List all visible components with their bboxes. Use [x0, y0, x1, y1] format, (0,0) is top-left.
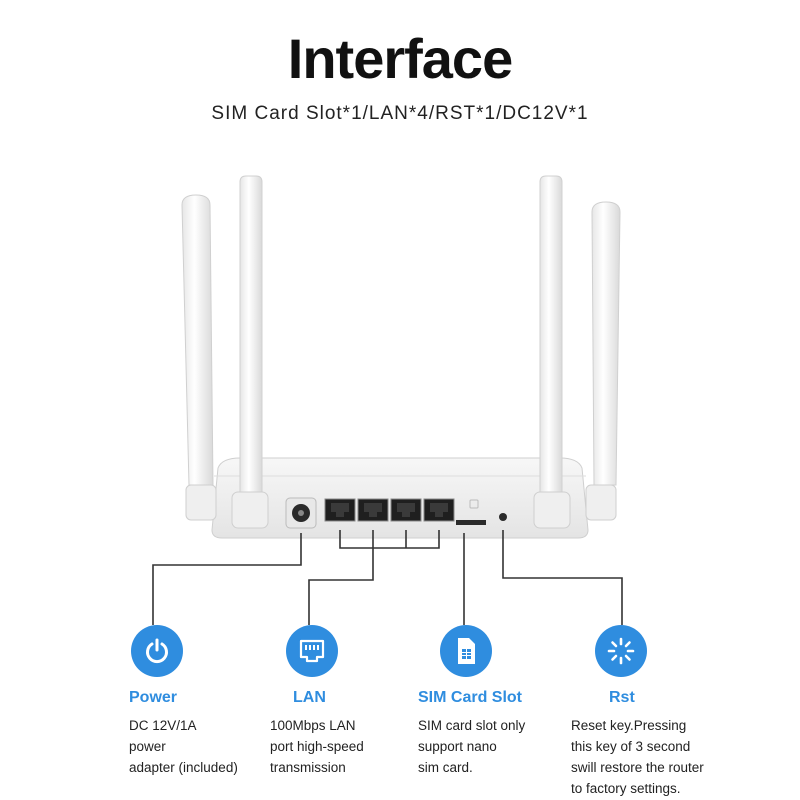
reset-icon	[595, 625, 647, 677]
feature-title: Power	[129, 689, 178, 706]
antenna-inner-right	[533, 175, 571, 529]
description-line: to factory settings.	[571, 781, 681, 796]
callout-lines	[152, 530, 623, 625]
description-line: DC 12V/1A	[129, 718, 197, 733]
description-line: sim card.	[418, 760, 473, 775]
description-line: SIM card slot only	[418, 718, 526, 733]
feature-description: SIM card slot only support nano sim card…	[418, 715, 598, 778]
description-line: power	[129, 739, 166, 754]
feature-title: SIM Card Slot	[418, 689, 523, 706]
feature-description: 100Mbps LAN port high-speed transmission	[270, 715, 450, 778]
description-line: transmission	[270, 760, 346, 775]
feature-reset: Rst Reset key.Pressing this key of 3 sec…	[571, 625, 751, 799]
lan-ports	[324, 498, 455, 522]
feature-description: Reset key.Pressing this key of 3 second …	[571, 715, 751, 799]
feature-sim-card-slot: SIM Card Slot SIM card slot only support…	[418, 625, 598, 778]
page-title: Interface	[287, 27, 513, 90]
sim-card-slot	[456, 499, 486, 525]
antenna-inner-left	[231, 175, 269, 529]
sim-card-icon	[440, 625, 492, 677]
dc-power-port	[285, 497, 317, 529]
page-subtitle: SIM Card Slot*1/LAN*4/RST*1/DC12V*1	[211, 103, 589, 124]
feature-title: Rst	[609, 689, 635, 706]
reset-button-hole	[499, 513, 507, 521]
description-line: swill restore the router	[571, 760, 704, 775]
description-line: this key of 3 second	[571, 739, 691, 754]
description-line: adapter (included)	[129, 760, 238, 775]
description-line: Reset key.Pressing	[571, 718, 687, 733]
feature-description: DC 12V/1A power adapter (included)	[129, 715, 309, 778]
power-icon	[131, 625, 183, 677]
feature-lan: LAN 100Mbps LAN port high-speed transmis…	[270, 625, 450, 778]
ethernet-port-icon	[286, 625, 338, 677]
description-line: port high-speed	[270, 739, 364, 754]
description-line: support nano	[418, 739, 497, 754]
feature-title: LAN	[293, 689, 326, 706]
antenna-outer-right	[585, 201, 621, 521]
feature-power: Power DC 12V/1A power adapter (included)	[129, 625, 309, 778]
description-line: 100Mbps LAN	[270, 718, 356, 733]
antenna-outer-left	[181, 194, 217, 521]
